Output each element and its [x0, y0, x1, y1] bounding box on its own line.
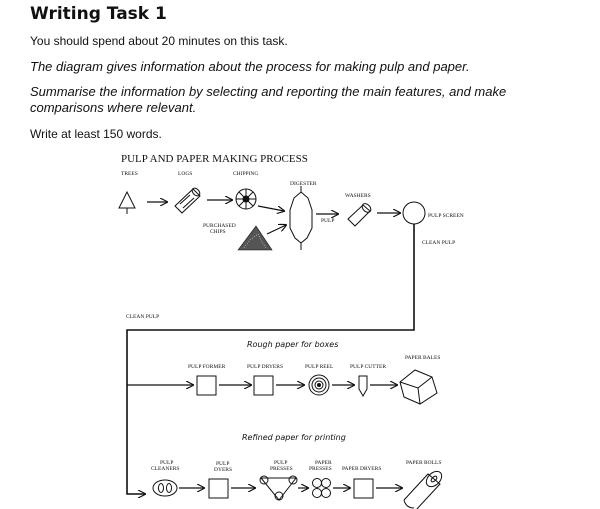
tree-icon [118, 190, 136, 214]
label-paper-presses-1: PAPER [315, 460, 332, 466]
label-pulp-cutter: PULP CUTTER [350, 364, 386, 370]
label-paper-bales: PAPER BALES [405, 355, 440, 361]
pulp-cleaners-icon [152, 479, 178, 497]
label-paper-presses-2: PRESSES [309, 466, 332, 472]
paper-dryers-icon [353, 478, 374, 499]
label-logs: LOGS [178, 171, 192, 177]
label-purchased-chips-2: CHIPS [210, 229, 226, 235]
purchased-chips-pile-icon [237, 225, 273, 251]
rough-paper-heading: Rough paper for boxes [247, 340, 338, 349]
washer-icon [347, 203, 372, 227]
summary-instruction: Summarise the information by selecting a… [30, 84, 507, 115]
label-washers: WASHERS [345, 193, 371, 199]
pulp-dyers-icon [208, 478, 229, 499]
label-pulp-dyers-1: PULP [216, 461, 229, 467]
label-clean-pulp-left: CLEAN PULP [126, 314, 159, 320]
digester-icon [289, 186, 313, 250]
label-pulp-cleaners-1: PULP [160, 460, 173, 466]
label-pulp-dyers-2: DYERS [214, 467, 232, 473]
pulp-reel-icon [308, 374, 330, 396]
label-paper-rolls: PAPER ROLLS [406, 460, 441, 466]
label-pulp-reel: PULP REEL [305, 364, 334, 370]
refined-paper-heading: Refined paper for printing [242, 433, 346, 442]
paper-bale-icon [399, 369, 438, 405]
label-pulp-former: PULP FORMER [188, 364, 226, 370]
diagram-description: The diagram gives information about the … [30, 59, 470, 74]
clean-pulp-flow-line [126, 224, 415, 494]
label-purchased-chips-1: PURCHASED [203, 223, 236, 229]
label-pulp-screen: PULP SCREEN [428, 213, 464, 219]
label-chipping: CHIPPING [233, 171, 258, 177]
label-pulp-dryers-rough: PULP DRYERS [247, 364, 283, 370]
label-pulp-cleaners-2: CLEANERS [151, 466, 179, 472]
diagram-title: PULP AND PAPER MAKING PROCESS [121, 153, 308, 165]
pulp-dryers-rough-icon [253, 375, 274, 396]
pulp-screen-icon [402, 201, 426, 225]
log-icon [174, 187, 201, 214]
label-paper-dryers: PAPER DRYERS [342, 466, 381, 472]
pulp-presses-icon [259, 475, 298, 501]
word-count-instruction: Write at least 150 words. [30, 127, 162, 141]
chipping-icon [235, 188, 257, 210]
label-clean-pulp-right: CLEAN PULP [422, 240, 455, 246]
label-pulp-presses-1: PULP [274, 460, 287, 466]
label-digester: DIGESTER [290, 181, 317, 187]
pulp-former-icon [196, 375, 217, 396]
label-trees: TREES [121, 171, 138, 177]
paper-presses-icon [312, 478, 331, 498]
pulp-cutter-icon [358, 375, 368, 398]
paper-roll-icon [403, 470, 443, 509]
label-pulp-presses-2: PRESSES [270, 466, 293, 472]
time-instruction: You should spend about 20 minutes on thi… [30, 34, 288, 48]
task-heading: Writing Task 1 [30, 4, 167, 24]
label-pulp: PULP [321, 218, 334, 224]
